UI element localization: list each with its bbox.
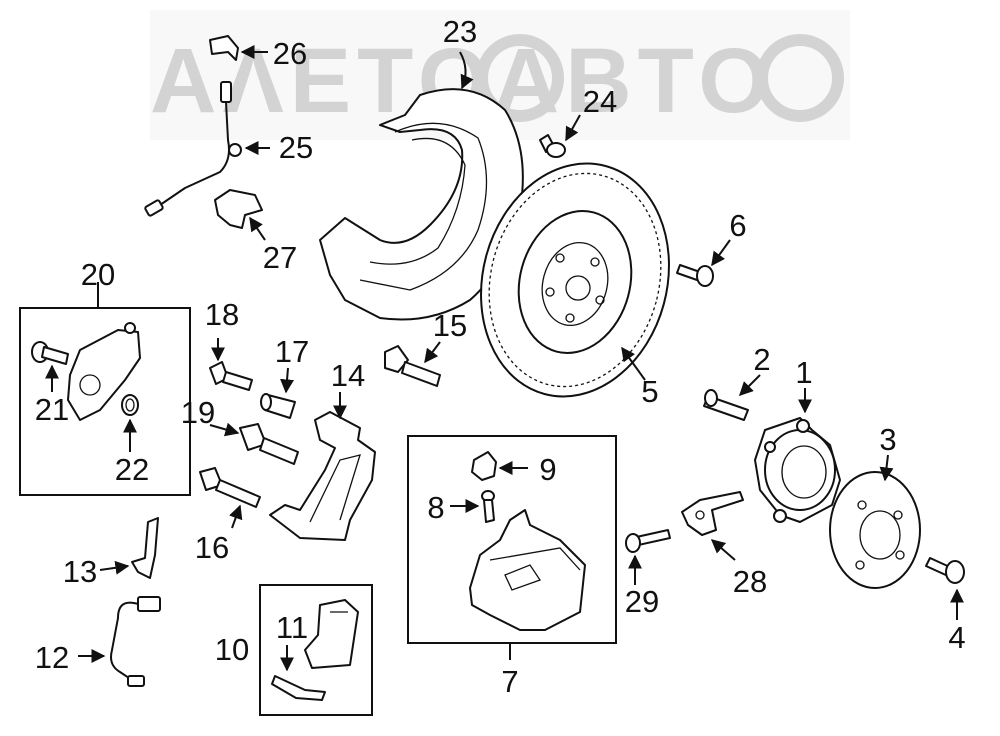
callout-16: 16 (195, 530, 229, 565)
bolt-18 (209, 361, 253, 391)
callout-24: 24 (583, 84, 617, 119)
brake-caliper (469, 509, 586, 631)
brake-pads (304, 599, 359, 669)
watermark-gear-icon (476, 34, 844, 122)
callout-10: 10 (215, 632, 249, 667)
clip-26 (209, 35, 239, 61)
callout-17: 17 (275, 334, 309, 369)
bolt-2 (703, 389, 749, 421)
callout-28: 28 (733, 564, 767, 599)
callout-7: 7 (501, 664, 518, 699)
callout-26: 26 (273, 36, 307, 71)
callout-13: 13 (63, 554, 97, 589)
bolt-15 (384, 345, 441, 387)
wear-sensor-12 (110, 596, 161, 687)
callout-14: 14 (331, 358, 365, 393)
bolt-24 (539, 134, 566, 158)
pin-17 (260, 393, 296, 419)
oring-22 (121, 394, 139, 416)
bolt-16 (199, 467, 261, 508)
bolt-29 (625, 529, 671, 553)
box-10 (259, 584, 373, 716)
callout-25: 25 (279, 130, 313, 165)
callout-19: 19 (181, 395, 215, 430)
callout-6: 6 (729, 208, 746, 243)
bleeder-8 (481, 490, 495, 523)
callout-2: 2 (753, 342, 770, 377)
box-20 (19, 307, 191, 496)
bolt-21 (31, 341, 69, 365)
callout-23: 23 (443, 14, 477, 49)
brake-rotor (480, 162, 670, 398)
bolt-4 (925, 557, 965, 584)
callout-11: 11 (276, 610, 308, 645)
clip-13 (131, 517, 159, 579)
callout-12: 12 (35, 640, 69, 675)
hub-bearing (754, 417, 841, 523)
callout-22: 22 (115, 452, 149, 487)
bolt-6 (676, 264, 714, 287)
bleed-cap-9 (471, 451, 497, 481)
hub-flange (829, 471, 921, 589)
callout-29: 29 (625, 584, 659, 619)
sensor-wire-25 (144, 81, 242, 217)
callout-20: 20 (81, 257, 115, 292)
box-7 (407, 435, 617, 644)
bracket-28 (681, 491, 744, 536)
callout-15: 15 (433, 308, 467, 343)
bolt-19 (239, 423, 299, 465)
callout-4: 4 (948, 620, 965, 655)
caliper-bracket (269, 411, 376, 541)
callout-18: 18 (205, 297, 239, 332)
callout-5: 5 (641, 374, 658, 409)
callout-27: 27 (263, 240, 297, 275)
bracket-27 (214, 189, 263, 229)
leader-23 (459, 51, 474, 90)
callout-21: 21 (35, 392, 69, 427)
callout-8: 8 (427, 490, 444, 525)
callout-9: 9 (539, 452, 556, 487)
callout-3: 3 (879, 422, 896, 457)
actuator-motor (67, 322, 141, 421)
callout-1: 1 (795, 355, 812, 390)
pad-spring-11 (271, 675, 326, 701)
callout-labels: 1 2 3 4 5 6 7 8 9 10 11 12 13 14 15 16 1… (35, 14, 966, 699)
splash-shield (319, 88, 524, 321)
